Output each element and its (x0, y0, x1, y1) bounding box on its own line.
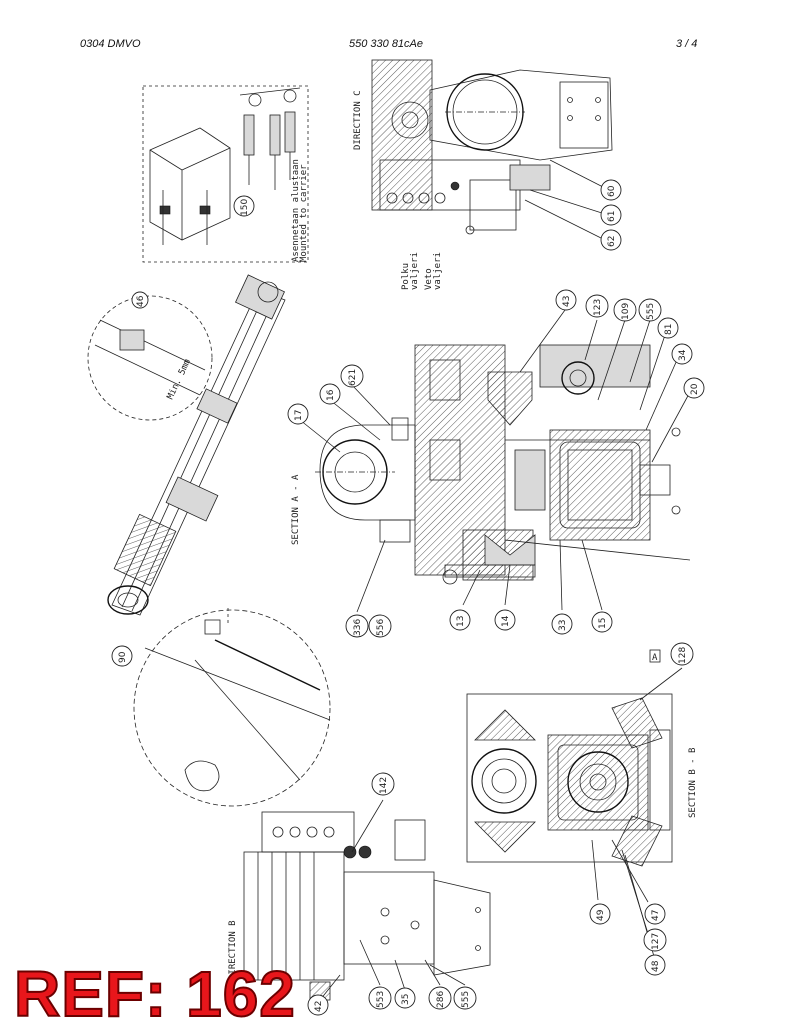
carrier-mount-view: Asennetaan alustaan Mounted to carrier (142, 85, 309, 263)
callout-17: 17 (287, 403, 309, 425)
callout-33: 33 (551, 613, 573, 635)
svg-text:35: 35 (401, 994, 411, 1005)
callout-90: 90 (111, 645, 133, 667)
svg-text:127: 127 (651, 933, 661, 950)
callout-621: 621 (340, 364, 364, 388)
svg-text:16: 16 (326, 389, 336, 401)
svg-text:553: 553 (376, 991, 386, 1008)
callout-42: 42 (307, 994, 329, 1016)
callout-123: 123 (585, 294, 609, 318)
callout-49: 49 (589, 903, 611, 925)
section-aa-view: SECTION A - A (291, 309, 691, 613)
callout-15: 15 (591, 611, 613, 633)
direction-b-label: DIRECTION B (228, 920, 238, 980)
callout-142: 142 (371, 772, 395, 796)
callout-127: 127 (643, 928, 667, 952)
callout-128: 128 (670, 642, 694, 666)
min-note: Min. 5mm (166, 358, 193, 402)
callout-109: 109 (613, 298, 637, 322)
svg-text:49: 49 (596, 909, 606, 921)
section-bb-label: SECTION B - B (688, 748, 698, 818)
drawing-number: 550 330 81cAe (349, 38, 424, 50)
callout-layer: 150 60 61 62 46 43 123 109 555 81 34 20 … (111, 179, 705, 1016)
page-number: 3 / 4 (676, 38, 698, 50)
callout-20: 20 (683, 377, 705, 399)
fluid-note-2: valjeri (410, 252, 420, 290)
svg-text:13: 13 (456, 616, 466, 627)
svg-text:46: 46 (136, 295, 146, 307)
fluid-note-3: Veto (424, 268, 434, 290)
fluid-note-1: Polku (401, 263, 411, 290)
callout-43: 43 (555, 289, 577, 311)
svg-text:621: 621 (348, 369, 358, 386)
svg-text:34: 34 (678, 349, 688, 361)
svg-text:15: 15 (598, 618, 608, 629)
svg-text:336: 336 (353, 619, 363, 636)
callout-34: 34 (671, 343, 693, 365)
callout-16: 16 (319, 383, 341, 405)
callout-81: 81 (657, 317, 679, 339)
section-aa-label: SECTION A - A (291, 474, 301, 545)
callout-14: 14 (494, 609, 516, 631)
svg-text:555: 555 (646, 303, 656, 320)
callout-336: 336 (345, 614, 369, 638)
doc-code: 0304 DMVO (80, 38, 141, 50)
svg-text:43: 43 (562, 296, 572, 307)
direction-b-view: DIRECTION B (228, 799, 491, 1001)
svg-text:150: 150 (240, 199, 250, 216)
svg-text:109: 109 (621, 303, 631, 320)
svg-text:48: 48 (651, 960, 661, 972)
direction-c-label: DIRECTION C (353, 90, 363, 150)
svg-text:123: 123 (593, 299, 603, 316)
svg-text:286: 286 (436, 991, 446, 1008)
svg-text:60: 60 (607, 185, 617, 197)
callout-46: 46 (131, 291, 149, 309)
svg-text:42: 42 (314, 1001, 324, 1012)
callout-60: 60 (600, 179, 622, 201)
svg-text:90: 90 (118, 651, 128, 663)
svg-text:128: 128 (678, 647, 688, 664)
svg-text:556: 556 (376, 619, 386, 636)
callout-47: 47 (644, 903, 666, 925)
callout-35: 35 (394, 987, 416, 1009)
callout-150: 150 (233, 195, 255, 217)
mount-note-en: Mounted to carrier (299, 164, 309, 262)
svg-text:47: 47 (651, 910, 661, 921)
svg-text:62: 62 (607, 236, 617, 247)
svg-text:555: 555 (461, 991, 471, 1008)
callout-553: 553 (368, 986, 392, 1010)
marker-a-box (649, 649, 661, 663)
callout-555-top: 555 (638, 298, 662, 322)
callout-61: 61 (600, 204, 622, 226)
marker-a: A (652, 653, 658, 663)
callout-62: 62 (600, 229, 622, 251)
direction-c-view: DIRECTION C Polku valjeri Veto valjeri (353, 59, 613, 290)
callout-13: 13 (449, 609, 471, 631)
svg-text:142: 142 (379, 777, 389, 794)
callout-286: 286 (428, 986, 452, 1010)
callout-48: 48 (644, 954, 666, 976)
svg-text:33: 33 (558, 620, 568, 631)
callout-556: 556 (368, 614, 392, 638)
svg-text:81: 81 (664, 324, 674, 335)
ref-stamp: REF: 162 (13, 958, 296, 1030)
svg-text:17: 17 (294, 410, 304, 421)
callout-555-bottom: 555 (453, 986, 477, 1010)
fluid-note-4: valjeri (433, 252, 443, 290)
mount-note-fi: Asennetaan alustaan (291, 159, 301, 262)
svg-text:61: 61 (607, 211, 617, 222)
svg-text:20: 20 (690, 383, 700, 395)
svg-text:14: 14 (501, 615, 511, 627)
